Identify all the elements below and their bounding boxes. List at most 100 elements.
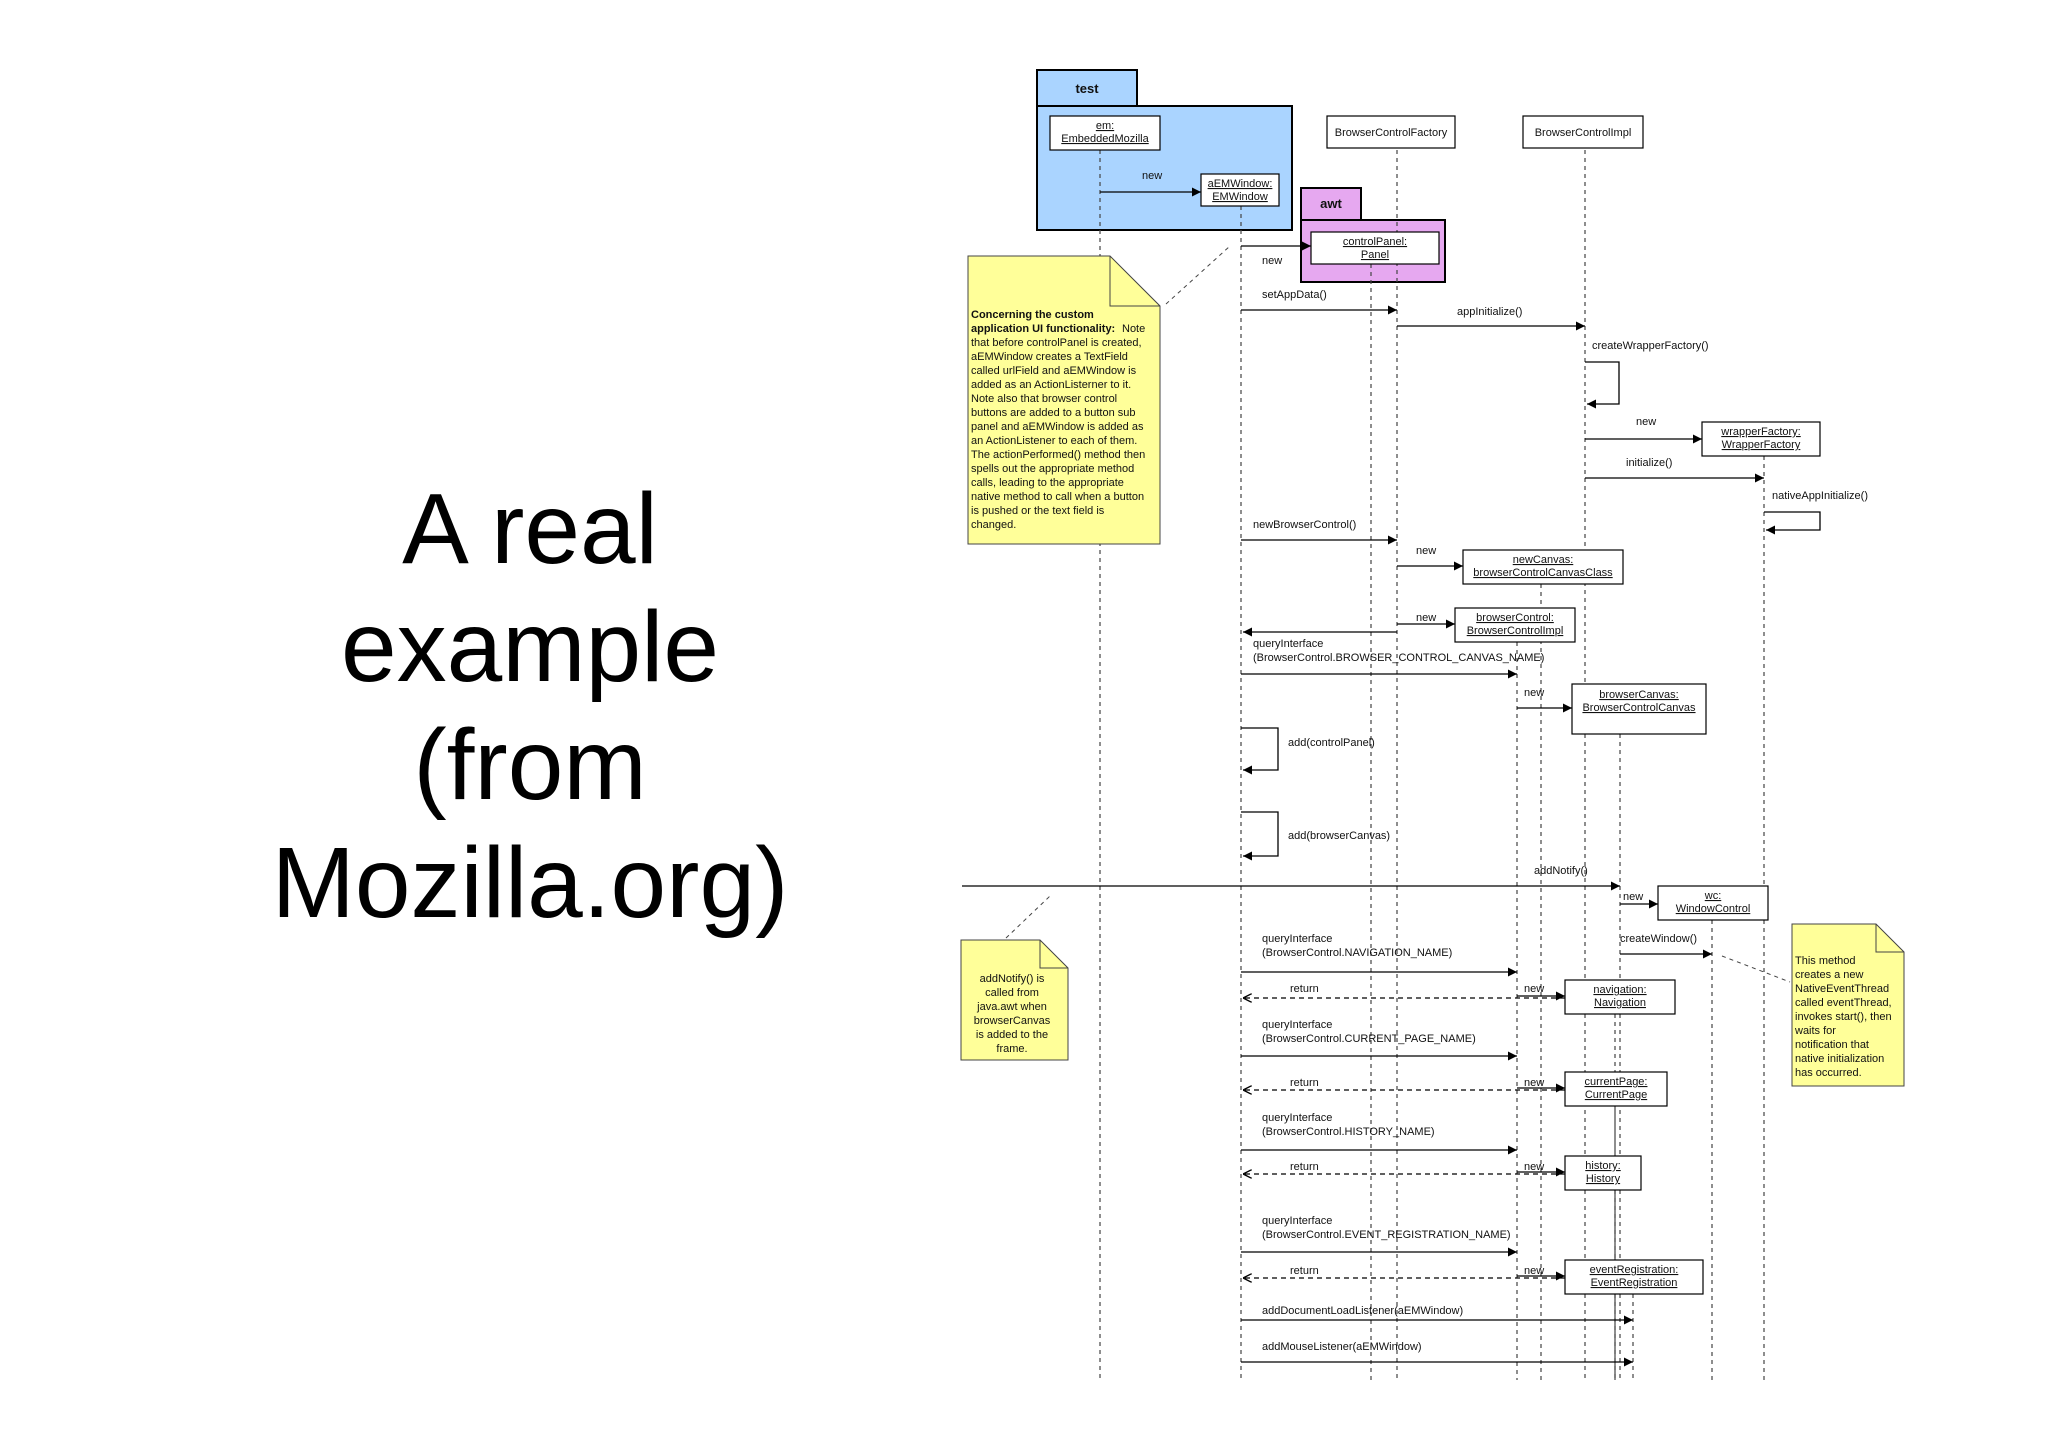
object-newCanvas: newCanvas: browserControlCanvasClass [1462, 549, 1624, 585]
svg-text:native initialization: native initialization [1795, 1053, 1884, 1065]
svg-text:BrowserControlFactory: BrowserControlFactory [1335, 127, 1448, 139]
label-return-history: return [1290, 1161, 1319, 1173]
label-history-name: (BrowserControl.HISTORY_NAME) [1262, 1126, 1435, 1138]
svg-text:addNotify() is: addNotify() is [980, 973, 1045, 985]
svg-text:called from: called from [985, 987, 1039, 999]
svg-text:EmbeddedMozilla: EmbeddedMozilla [1061, 133, 1149, 145]
svg-text:an ActionListener to each of t: an ActionListener to each of them. [971, 435, 1137, 447]
svg-text:Panel: Panel [1361, 249, 1389, 261]
label-addNotify: addNotify() [1534, 865, 1588, 877]
svg-text:WindowControl: WindowControl [1676, 903, 1751, 915]
svg-text:BrowserControlImpl: BrowserControlImpl [1467, 625, 1564, 637]
label-queryInterface-canvas: queryInterface [1253, 638, 1323, 650]
svg-text:java.awt when: java.awt when [976, 1001, 1047, 1013]
label-return-currentPage: return [1290, 1077, 1319, 1089]
label-new-navigation: new [1524, 983, 1544, 995]
svg-text:called eventThread,: called eventThread, [1795, 997, 1892, 1009]
msg-addControlPanel [1241, 727, 1279, 775]
package-awt-label: awt [1320, 196, 1342, 211]
msg-addBrowserCanvas [1241, 811, 1279, 861]
lifelines [1099, 150, 1765, 1380]
label-new-eventRegistration: new [1524, 1265, 1544, 1277]
svg-text:This method: This method [1795, 955, 1856, 967]
svg-text:aEMWindow:: aEMWindow: [1208, 178, 1273, 190]
label-createWindow: createWindow() [1620, 933, 1697, 945]
svg-text:spells out the appropriate met: spells out the appropriate method [971, 463, 1134, 475]
object-browserControlFactory: BrowserControlFactory [1326, 115, 1456, 149]
title-line-1: A real [402, 473, 658, 585]
label-currentPage-name: (BrowserControl.CURRENT_PAGE_NAME) [1262, 1033, 1476, 1045]
svg-text:aEMWindow creates a TextField: aEMWindow creates a TextField [971, 351, 1128, 363]
svg-text:that before controlPanel is cr: that before controlPanel is created, [971, 337, 1142, 349]
label-new-controlPanel: new [1262, 255, 1282, 267]
label-new-wrapperFactory: new [1636, 416, 1656, 428]
title-line-3: (from [413, 709, 647, 821]
svg-text:NativeEventThread: NativeEventThread [1795, 983, 1889, 995]
message-labels: new new setAppData() appInitialize() cre… [1142, 170, 1868, 1353]
svg-text:browserCanvas: browserCanvas [974, 1015, 1051, 1027]
msg-createWrapperFactory [1585, 361, 1620, 409]
label-setAppData: setAppData() [1262, 289, 1327, 301]
label-appInitialize: appInitialize() [1457, 306, 1522, 318]
note-event-thread: This method creates a new NativeEventThr… [1791, 923, 1905, 1087]
label-new-newCanvas: new [1416, 545, 1436, 557]
label-new-currentPage: new [1524, 1077, 1544, 1089]
svg-text:Note: Note [1122, 323, 1145, 335]
svg-text:called urlField and aEMWindow: called urlField and aEMWindow is [971, 365, 1137, 377]
slide-title: A real example (from Mozilla.org) [230, 470, 830, 942]
object-navigation: navigation: Navigation [1564, 979, 1676, 1015]
note-event-thread-anchor [1721, 955, 1791, 983]
svg-text:changed.: changed. [971, 519, 1016, 531]
svg-text:waits for: waits for [1794, 1025, 1836, 1037]
svg-text:native method to call when a b: native method to call when a button [971, 491, 1144, 503]
object-browserControlImpl: BrowserControlImpl [1522, 115, 1644, 149]
svg-text:has occurred.: has occurred. [1795, 1067, 1862, 1079]
svg-text:is added to the: is added to the [976, 1029, 1048, 1041]
note-custom-ui-anchor [1165, 245, 1231, 305]
object-em: em: EmbeddedMozilla [1049, 115, 1161, 151]
label-canvas-name: (BrowserControl.BROWSER_CONTROL_CANVAS_N… [1253, 652, 1544, 664]
object-wc: wc: WindowControl [1657, 885, 1769, 921]
svg-text:panel and aEMWindow is added a: panel and aEMWindow is added as [971, 421, 1144, 433]
svg-text:creates a new: creates a new [1795, 969, 1864, 981]
svg-text:frame.: frame. [996, 1043, 1027, 1055]
object-browserCanvas: browserCanvas: BrowserControlCanvas [1571, 683, 1707, 735]
svg-text:currentPage:: currentPage: [1585, 1076, 1648, 1088]
object-browserControl: browserControl: BrowserControlImpl [1454, 607, 1576, 643]
label-queryInterface-navigation: queryInterface [1262, 933, 1332, 945]
label-queryInterface-eventRegistration: queryInterface [1262, 1215, 1332, 1227]
svg-text:Note also that browser control: Note also that browser control [971, 393, 1117, 405]
svg-text:notification that: notification that [1795, 1039, 1869, 1051]
svg-text:eventRegistration:: eventRegistration: [1590, 1264, 1679, 1276]
title-line-4: Mozilla.org) [271, 827, 789, 939]
svg-text:em:: em: [1096, 120, 1114, 132]
title-line-2: example [341, 591, 719, 703]
svg-text:invokes start(), then: invokes start(), then [1795, 1011, 1892, 1023]
svg-text:browserControl:: browserControl: [1476, 612, 1554, 624]
svg-text:WrapperFactory: WrapperFactory [1722, 439, 1801, 451]
svg-text:BrowserControlImpl: BrowserControlImpl [1535, 127, 1632, 139]
note-add-notify-anchor [1005, 895, 1051, 939]
svg-text:navigation:: navigation: [1593, 984, 1646, 996]
object-aEMWindow: aEMWindow: EMWindow [1200, 173, 1280, 207]
svg-text:BrowserControlCanvas: BrowserControlCanvas [1582, 702, 1696, 714]
messages [962, 187, 1821, 1367]
svg-text:Navigation: Navigation [1594, 997, 1646, 1009]
svg-text:application UI functionality:: application UI functionality: [971, 323, 1115, 335]
svg-text:The actionPerformed() method t: The actionPerformed() method then [971, 449, 1145, 461]
svg-text:CurrentPage: CurrentPage [1585, 1089, 1647, 1101]
svg-text:added as an ActionListerner to: added as an ActionListerner to it. [971, 379, 1131, 391]
label-return-navigation: return [1290, 983, 1319, 995]
label-eventRegistration-name: (BrowserControl.EVENT_REGISTRATION_NAME) [1262, 1229, 1511, 1241]
label-newBrowserControl: newBrowserControl() [1253, 519, 1356, 531]
label-new-history: new [1524, 1161, 1544, 1173]
note-add-notify: addNotify() is called from java.awt when… [960, 939, 1069, 1061]
label-initialize: initialize() [1626, 457, 1672, 469]
label-new-wc: new [1623, 891, 1643, 903]
svg-text:is pushed or the text field is: is pushed or the text field is [971, 505, 1105, 517]
svg-text:buttons are added to a button: buttons are added to a button sub [971, 407, 1136, 419]
object-controlPanel: controlPanel: Panel [1310, 231, 1440, 265]
svg-text:calls, leading to the appropri: calls, leading to the appropriate [971, 477, 1124, 489]
note-custom-ui: Concerning the custom application UI fun… [967, 255, 1161, 545]
